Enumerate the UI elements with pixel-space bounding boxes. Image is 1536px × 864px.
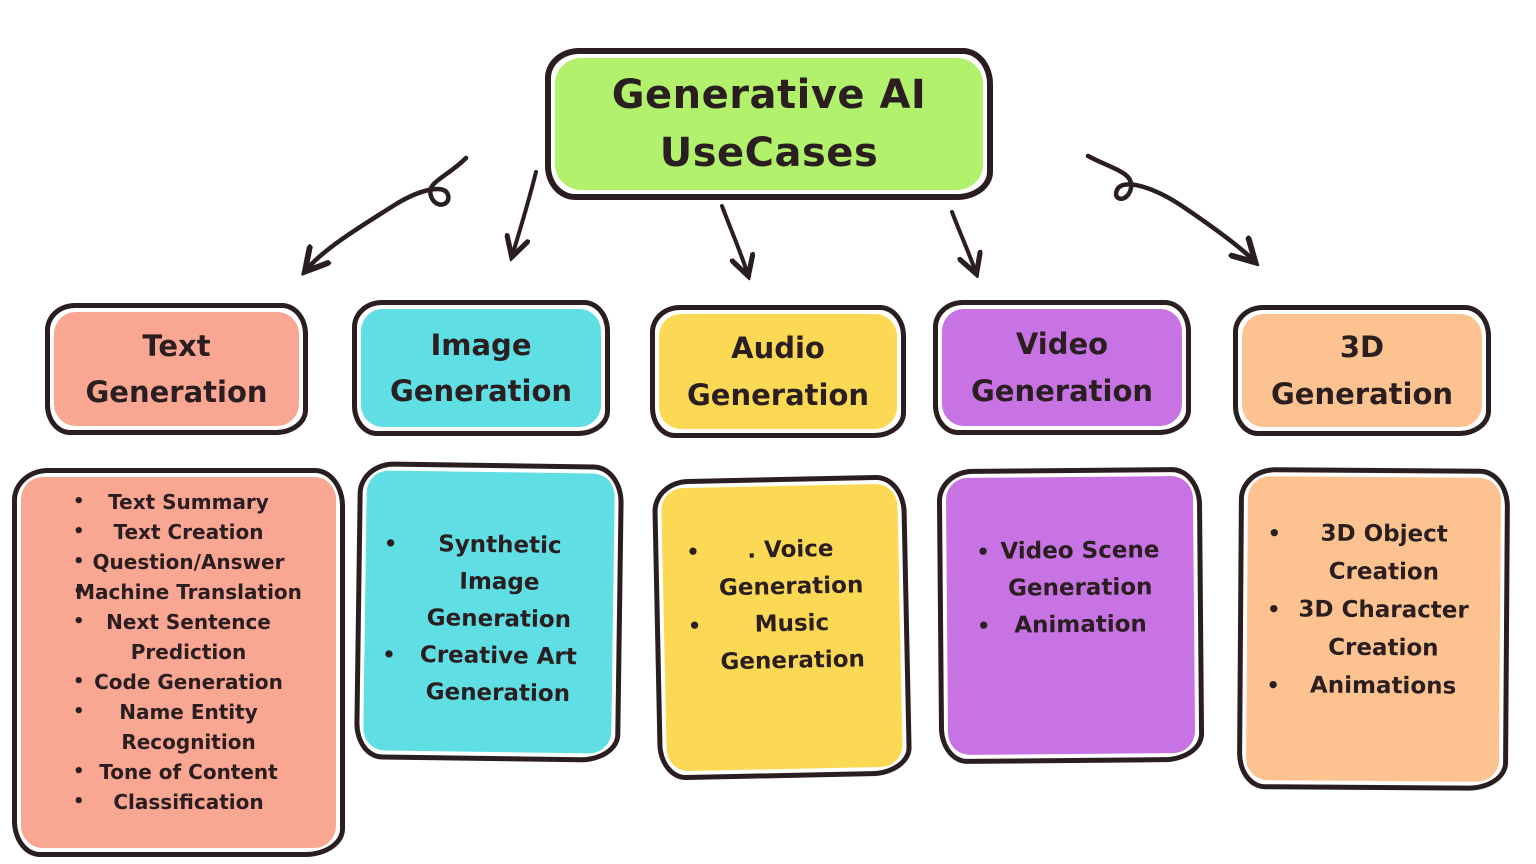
list-item: Animations: [1246, 666, 1499, 706]
category-label: Audio Generation: [686, 331, 870, 412]
list-item: Synthetic Image Generation: [365, 525, 615, 639]
use-case-list: Synthetic Image GenerationCreative Art G…: [364, 470, 615, 713]
title-box: Generative AI UseCases: [545, 48, 993, 200]
list-fill: Video Scene GenerationAnimation: [945, 475, 1196, 756]
category-label: Video Generation: [970, 327, 1154, 408]
list-item: Code Generation: [21, 667, 336, 697]
arrow-to-video-generation: [950, 210, 975, 270]
arrow-to-audio-generation: [720, 204, 747, 272]
list-fill: Synthetic Image GenerationCreative Art G…: [363, 470, 615, 754]
category-list-text-generation: Text SummaryText CreationQuestion/Answer…: [12, 468, 345, 857]
list-item: Machine Translation: [21, 577, 336, 607]
category-list-video-generation: Video Scene GenerationAnimation: [936, 466, 1205, 765]
category-header-3d-generation: 3D Generation: [1233, 305, 1491, 436]
list-item: Music Generation: [664, 604, 901, 683]
use-case-list: . Voice GenerationMusic Generation: [661, 484, 901, 683]
category-list-image-generation: Synthetic Image GenerationCreative Art G…: [353, 461, 625, 763]
list-item: . Voice Generation: [662, 530, 899, 609]
arrow-to-3d-generation: [1085, 153, 1252, 259]
list-item: Name Entity Recognition: [21, 697, 336, 757]
arrow-to-image-generation: [513, 170, 538, 253]
list-item: 3D Object Creation: [1247, 514, 1501, 592]
list-item: Creative Art Generation: [364, 636, 613, 713]
use-case-list: Text SummaryText CreationQuestion/Answer…: [21, 477, 336, 817]
list-item: Text Summary: [21, 487, 336, 517]
category-list-3d-generation: 3D Object Creation3D Character CreationA…: [1236, 467, 1511, 791]
category-label: 3D Generation: [1270, 330, 1454, 411]
list-item: Text Creation: [21, 517, 336, 547]
category-header-video-generation: Video Generation: [933, 300, 1191, 435]
list-fill: Text SummaryText CreationQuestion/Answer…: [21, 477, 336, 848]
arrow-to-text-generation: [308, 155, 469, 268]
list-item: Classification: [21, 787, 336, 817]
header-fill: Video Generation: [942, 309, 1182, 426]
header-fill: Image Generation: [361, 309, 601, 427]
list-item: Video Scene Generation: [946, 532, 1194, 608]
header-fill: Text Generation: [54, 312, 299, 426]
use-case-list: 3D Object Creation3D Character CreationA…: [1246, 476, 1501, 706]
header-fill: Audio Generation: [659, 314, 897, 429]
list-item: Animation: [947, 606, 1194, 645]
category-label: Image Generation: [389, 327, 573, 408]
use-case-list: Video Scene GenerationAnimation: [946, 476, 1194, 645]
category-header-image-generation: Image Generation: [352, 300, 610, 436]
category-header-text-generation: Text Generation: [45, 303, 308, 435]
list-item: Next Sentence Prediction: [21, 607, 336, 667]
category-label: Text Generation: [85, 328, 268, 409]
list-item: Tone of Content: [21, 757, 336, 787]
title-box-fill: Generative AI UseCases: [555, 58, 983, 190]
category-label-fill: 3D Generation: [1242, 314, 1482, 427]
list-item: 3D Character Creation: [1247, 590, 1501, 668]
category-list-audio-generation: . Voice GenerationMusic Generation: [651, 474, 913, 781]
list-item: Question/Answer: [21, 547, 336, 577]
list-fill: 3D Object Creation3D Character CreationA…: [1245, 476, 1502, 782]
list-fill: . Voice GenerationMusic Generation: [661, 483, 903, 772]
category-header-audio-generation: Audio Generation: [650, 305, 906, 438]
page-title: Generative AI UseCases: [611, 72, 927, 176]
